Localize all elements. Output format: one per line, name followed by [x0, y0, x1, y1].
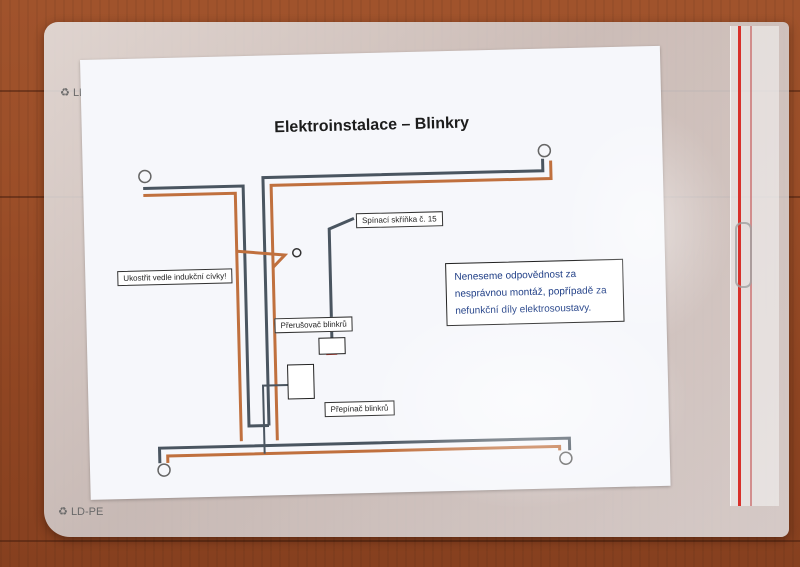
floor-seam — [0, 540, 800, 542]
wire-brown-right-top — [269, 160, 553, 441]
switch-block — [287, 363, 315, 400]
recycle-icon: ♻ — [60, 87, 70, 99]
zipper-red-line — [738, 26, 741, 506]
hang-hole — [735, 222, 752, 288]
wire-bottom-gray-up — [261, 383, 294, 454]
recycle-mark-bottom: ♻ LD-PE — [58, 505, 103, 518]
wiring-diagram-sheet: Elektroinstalace – Blinkry Ukostřit vedl… — [80, 45, 671, 500]
switch-label: Přepínač blinkrů — [324, 400, 395, 418]
wire-gray-ignition — [327, 216, 355, 339]
interrupter-block — [318, 337, 346, 355]
wire-gray-top — [143, 184, 270, 428]
wire-brown-cross — [236, 249, 289, 269]
lamp-symbol-top-left — [138, 169, 152, 184]
lamp-symbol-top-right — [537, 143, 552, 158]
recycle-icon: ♻ — [58, 506, 68, 518]
lamp-symbol-bottom-left — [157, 463, 171, 477]
interrupter-label: Přerušovač blinkrů — [274, 316, 353, 334]
recycle-label-bottom: LD-PE — [70, 506, 104, 518]
warning-box: Neneseme odpovědnost za nesprávnou montá… — [445, 258, 625, 327]
wire-gray-right-top — [261, 158, 545, 426]
lamp-symbol-bottom-right — [559, 451, 573, 465]
induction-coil-symbol — [292, 248, 302, 258]
wire-brown-bottom — [166, 444, 562, 464]
ground-note-label: Ukostřit vedle indukční cívky! — [117, 268, 233, 287]
ignition-label: Spínací skříňka č. 15 — [355, 211, 443, 229]
wire-brown-top — [143, 191, 243, 442]
